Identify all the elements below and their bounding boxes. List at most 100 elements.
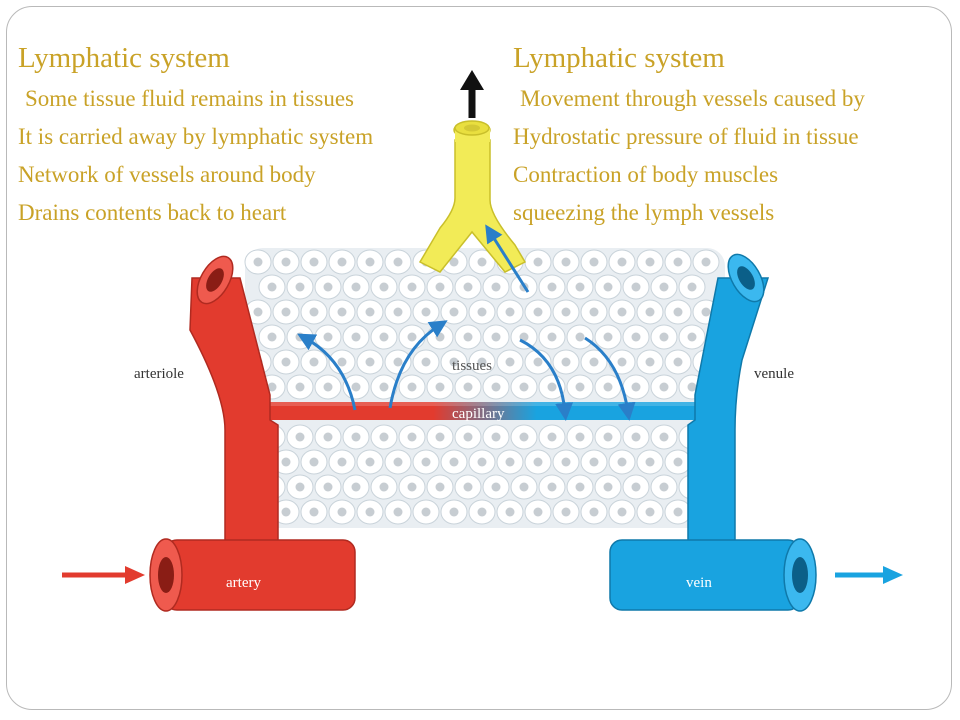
cell-nucleus — [491, 282, 501, 292]
cell-nucleus — [323, 432, 333, 442]
cell-nucleus — [673, 457, 683, 467]
cell-nucleus — [519, 382, 529, 392]
cell-nucleus — [645, 257, 655, 267]
cell-nucleus — [533, 357, 543, 367]
cell-nucleus — [435, 382, 445, 392]
cell-nucleus — [477, 457, 487, 467]
cell-nucleus — [547, 332, 557, 342]
cell-nucleus — [631, 432, 641, 442]
cell-nucleus — [589, 307, 599, 317]
cell-nucleus — [379, 282, 389, 292]
cell-nucleus — [589, 507, 599, 517]
cell-nucleus — [589, 257, 599, 267]
cell-nucleus — [421, 457, 431, 467]
cell-nucleus — [645, 507, 655, 517]
cell-nucleus — [589, 357, 599, 367]
cell-nucleus — [575, 382, 585, 392]
cell-nucleus — [519, 432, 529, 442]
cell-nucleus — [323, 382, 333, 392]
cell-nucleus — [253, 307, 263, 317]
cell-nucleus — [337, 307, 347, 317]
artery-vessel — [149, 538, 356, 612]
cell-nucleus — [421, 307, 431, 317]
cell-nucleus — [365, 307, 375, 317]
cell-nucleus — [645, 357, 655, 367]
cell-nucleus — [407, 332, 417, 342]
cell-nucleus — [575, 332, 585, 342]
venule-vessel — [687, 253, 770, 546]
cell-nucleus — [393, 257, 403, 267]
cell-nucleus — [701, 257, 711, 267]
cell-nucleus — [673, 307, 683, 317]
cell-nucleus — [603, 332, 613, 342]
cell-nucleus — [603, 482, 613, 492]
cell-nucleus — [687, 332, 697, 342]
cell-nucleus — [463, 282, 473, 292]
cell-nucleus — [267, 282, 277, 292]
cell-nucleus — [617, 457, 627, 467]
capillary-label: capillary — [452, 406, 505, 422]
right-text-column: Lymphatic system Movement through vessel… — [513, 40, 865, 232]
artery-inflow-arrow — [62, 566, 145, 584]
cell-nucleus — [449, 507, 459, 517]
cell-nucleus — [533, 257, 543, 267]
left-line-4: Drains contents back to heart — [18, 200, 287, 225]
cell-nucleus — [491, 332, 501, 342]
cell-nucleus — [351, 482, 361, 492]
cell-nucleus — [491, 482, 501, 492]
cell-nucleus — [365, 257, 375, 267]
cell-nucleus — [407, 482, 417, 492]
cell-nucleus — [379, 382, 389, 392]
cell-nucleus — [505, 307, 515, 317]
cell-nucleus — [659, 382, 669, 392]
cell-nucleus — [351, 382, 361, 392]
cell-nucleus — [561, 457, 571, 467]
cell-nucleus — [491, 432, 501, 442]
cell-nucleus — [673, 507, 683, 517]
cell-nucleus — [365, 357, 375, 367]
cell-nucleus — [477, 357, 487, 367]
left-line-1: Some tissue fluid remains in tissues — [25, 86, 355, 111]
cell-nucleus — [365, 507, 375, 517]
cell-nucleus — [617, 507, 627, 517]
cell-nucleus — [645, 307, 655, 317]
cell-nucleus — [267, 382, 277, 392]
left-line-2: It is carried away by lymphatic system — [18, 124, 374, 149]
cell-nucleus — [295, 432, 305, 442]
cell-nucleus — [281, 257, 291, 267]
cell-nucleus — [309, 357, 319, 367]
cell-nucleus — [687, 282, 697, 292]
cell-nucleus — [603, 432, 613, 442]
cell-nucleus — [533, 507, 543, 517]
left-text-column: Lymphatic system Some tissue fluid remai… — [18, 40, 373, 232]
cell-nucleus — [477, 507, 487, 517]
left-line-3: Network of vessels around body — [18, 162, 316, 187]
cell-nucleus — [393, 457, 403, 467]
cell-nucleus — [561, 307, 571, 317]
cell-nucleus — [379, 332, 389, 342]
cell-nucleus — [477, 307, 487, 317]
cell-nucleus — [407, 282, 417, 292]
cell-nucleus — [561, 507, 571, 517]
cell-nucleus — [309, 307, 319, 317]
cell-nucleus — [379, 432, 389, 442]
right-line-4: squeezing the lymph vessels — [513, 200, 775, 225]
arteriole-label: arteriole — [134, 366, 184, 382]
cell-nucleus — [281, 357, 291, 367]
cell-nucleus — [547, 382, 557, 392]
cell-nucleus — [477, 257, 487, 267]
cell-nucleus — [617, 307, 627, 317]
cell-nucleus — [393, 507, 403, 517]
cell-nucleus — [519, 482, 529, 492]
cell-nucleus — [659, 282, 669, 292]
left-column-title: Lymphatic system — [18, 42, 230, 74]
cell-nucleus — [575, 482, 585, 492]
cell-nucleus — [673, 357, 683, 367]
cell-nucleus — [309, 507, 319, 517]
cell-nucleus — [253, 257, 263, 267]
cell-nucleus — [295, 382, 305, 392]
cell-nucleus — [603, 382, 613, 392]
right-line-1: Movement through vessels caused by — [520, 86, 865, 111]
cell-nucleus — [281, 457, 291, 467]
